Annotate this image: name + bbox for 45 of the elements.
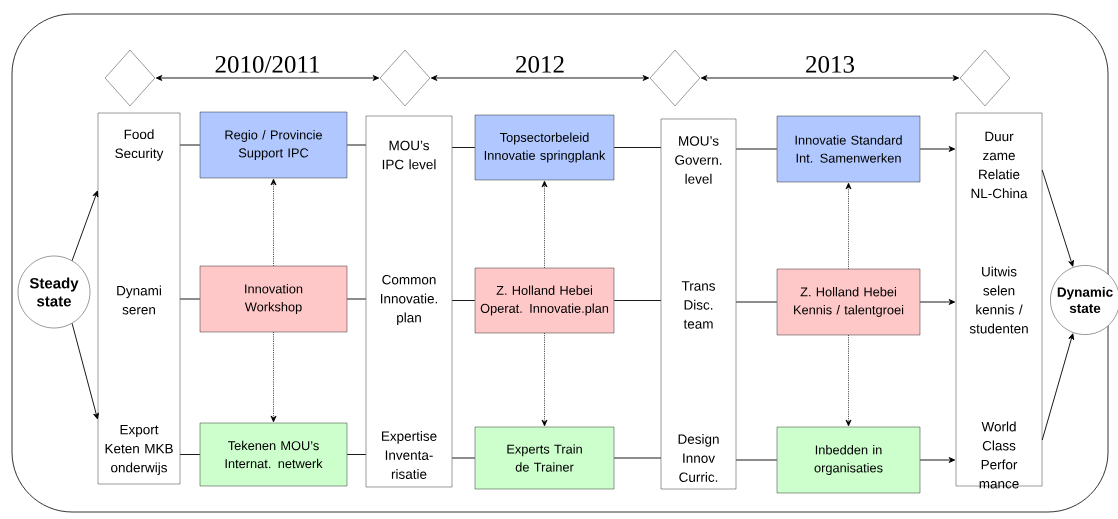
process-box: Topsectorbeleid Innovatie springplank (474, 114, 615, 181)
arrow (270, 331, 277, 423)
process-box: Z. Holland Hebei Operat. Innovatie.plan (474, 267, 615, 334)
process-box: Z. Holland Hebei Kennis / talentgroei (776, 268, 921, 336)
year-label: 2012 (516, 55, 564, 73)
process-box: Experts Train de Trainer (474, 426, 615, 490)
column-text: MOU’s IPC level (382, 140, 436, 170)
column-text: Trans Disc. team (681, 281, 715, 329)
milestone-diamond (379, 49, 431, 107)
column-text: Export Keten MKB onderwijs (105, 424, 173, 476)
arrow (430, 75, 650, 81)
arrow (845, 182, 852, 270)
column-text: Food Security (115, 129, 164, 161)
column-text: Uitwis selen kennis / studenten (969, 266, 1028, 334)
column-text: Design Innov Curric. (678, 434, 719, 482)
column-text: Common Innovatie. plan (380, 274, 438, 326)
arrow (541, 180, 548, 269)
arrow (700, 75, 960, 81)
process-box: Regio / Provincie Support IPC (199, 111, 348, 179)
year-label: 2010/2011 (215, 55, 319, 73)
process-box: Innovation Workshop (199, 265, 348, 333)
arrow (541, 332, 548, 427)
arrow (71, 190, 99, 262)
milestone-diamond (104, 49, 156, 107)
arrow (1041, 169, 1074, 267)
milestone-diamond (959, 49, 1011, 107)
arrow (919, 457, 956, 463)
arrow (270, 178, 277, 267)
arrow (919, 299, 956, 305)
arrow (845, 334, 852, 427)
column-text: World Class Perfor mance (979, 421, 1019, 489)
milestone-diamond (649, 49, 701, 107)
node-label: Dynamic state (1057, 286, 1113, 314)
process-box: Innovatie Standard Int. Samenwerken (776, 115, 921, 183)
arrow (155, 75, 380, 81)
arrow (919, 146, 956, 152)
year-label: 2013 (806, 55, 855, 73)
column-text: Dynami seren (117, 285, 161, 315)
arrow (71, 322, 99, 420)
arrow (1041, 333, 1075, 441)
process-box: Tekenen MOU’s Internat. netwerk (199, 422, 348, 487)
column-text: Expertise Inventa- risatie (382, 431, 437, 479)
column-text: Duur zame Relatie NL-China (971, 131, 1028, 199)
column-text: MOU’s Govern. level (675, 136, 722, 184)
process-box: Inbedden in organisaties (776, 426, 921, 494)
